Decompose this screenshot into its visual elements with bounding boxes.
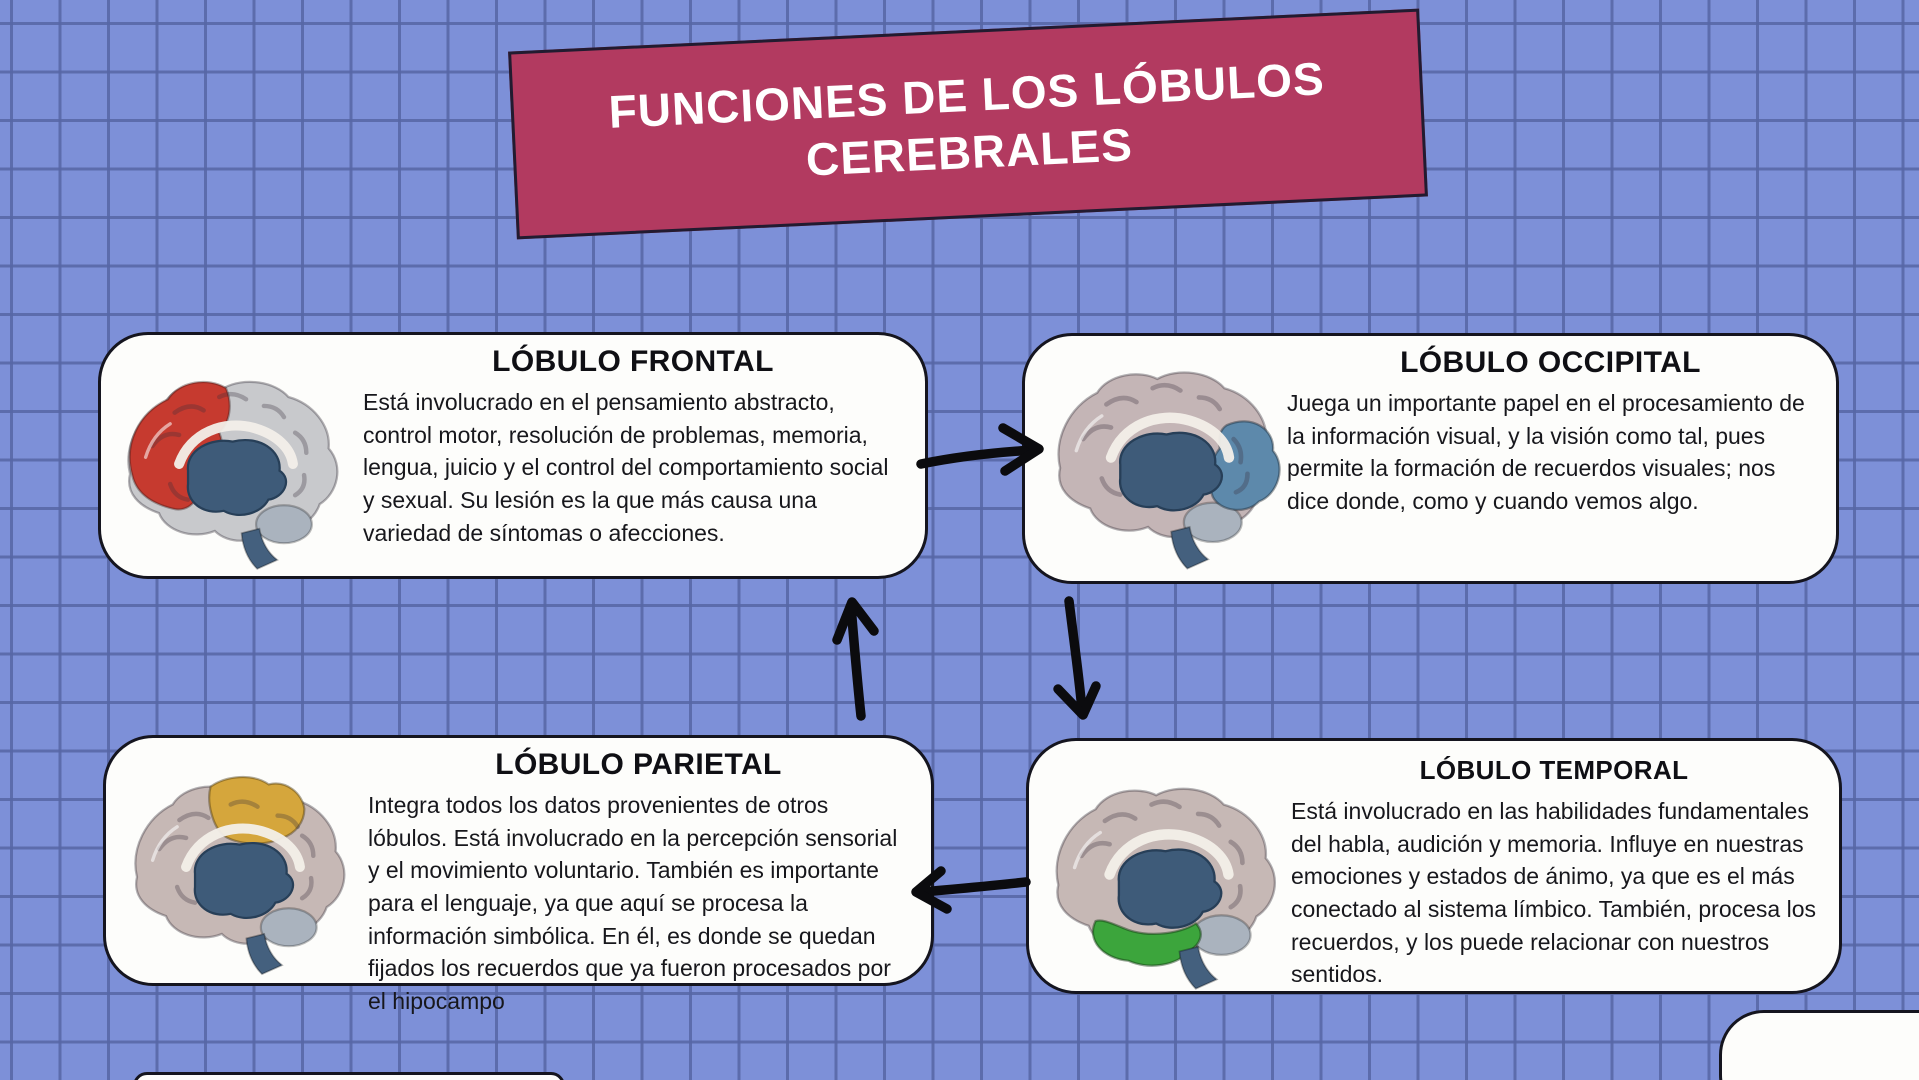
partial-card-bottom-right [1719, 1010, 1919, 1080]
occipital-card-title: LÓBULO OCCIPITAL [1400, 346, 1701, 379]
brain-temporal-image [1055, 787, 1276, 990]
temporal-card-title: LÓBULO TEMPORAL [1419, 755, 1689, 785]
cerebellum-shape [1182, 501, 1243, 544]
parietal-card-body: Integra todos los datos provenientes de … [368, 792, 898, 1014]
brainstem-shape [1178, 945, 1219, 990]
parietal-card-title: LÓBULO PARIETAL [495, 748, 782, 781]
title-banner: FUNCIONES DE LOS LÓBULOS CEREBRALES [508, 8, 1428, 240]
brain-frontal-image [127, 380, 339, 570]
card-lobulo-temporal: LÓBULO TEMPORAL Está involucrado en las … [1026, 738, 1842, 994]
brainstem-shape [1170, 525, 1210, 570]
inner-brain-shape [186, 439, 288, 516]
temporal-lobe-highlight [1091, 919, 1202, 967]
partial-card-bottom-left [133, 1072, 565, 1080]
card-lobulo-parietal: LÓBULO PARIETAL Integra todos los datos … [103, 735, 934, 1014]
cerebellum-shape [254, 504, 313, 545]
card-lobulo-occipital: LÓBULO OCCIPITAL Juega un importante pap… [1022, 333, 1839, 584]
cerebellum-shape [259, 907, 318, 948]
arrow-occipital-to-temporal [1053, 596, 1101, 720]
brainstem-shape [240, 527, 279, 570]
frontal-card-body: Está involucrado en el pensamiento abstr… [363, 389, 889, 546]
brain-parietal-image [134, 775, 346, 976]
inner-brain-shape [1119, 431, 1223, 512]
arrow-parietal-to-frontal [832, 597, 879, 721]
card-lobulo-frontal: LÓBULO FRONTAL Está involucrado en el pe… [98, 332, 928, 579]
occipital-card-body: Juega un importante papel en el procesam… [1287, 390, 1805, 514]
inner-brain-shape [1117, 848, 1223, 929]
brainstem-shape [245, 932, 284, 976]
inner-brain-shape [193, 842, 295, 919]
frontal-card-title: LÓBULO FRONTAL [492, 345, 774, 378]
brain-occipital-image [1057, 371, 1281, 570]
temporal-card-body: Está involucrado en las habilidades fund… [1291, 798, 1817, 988]
